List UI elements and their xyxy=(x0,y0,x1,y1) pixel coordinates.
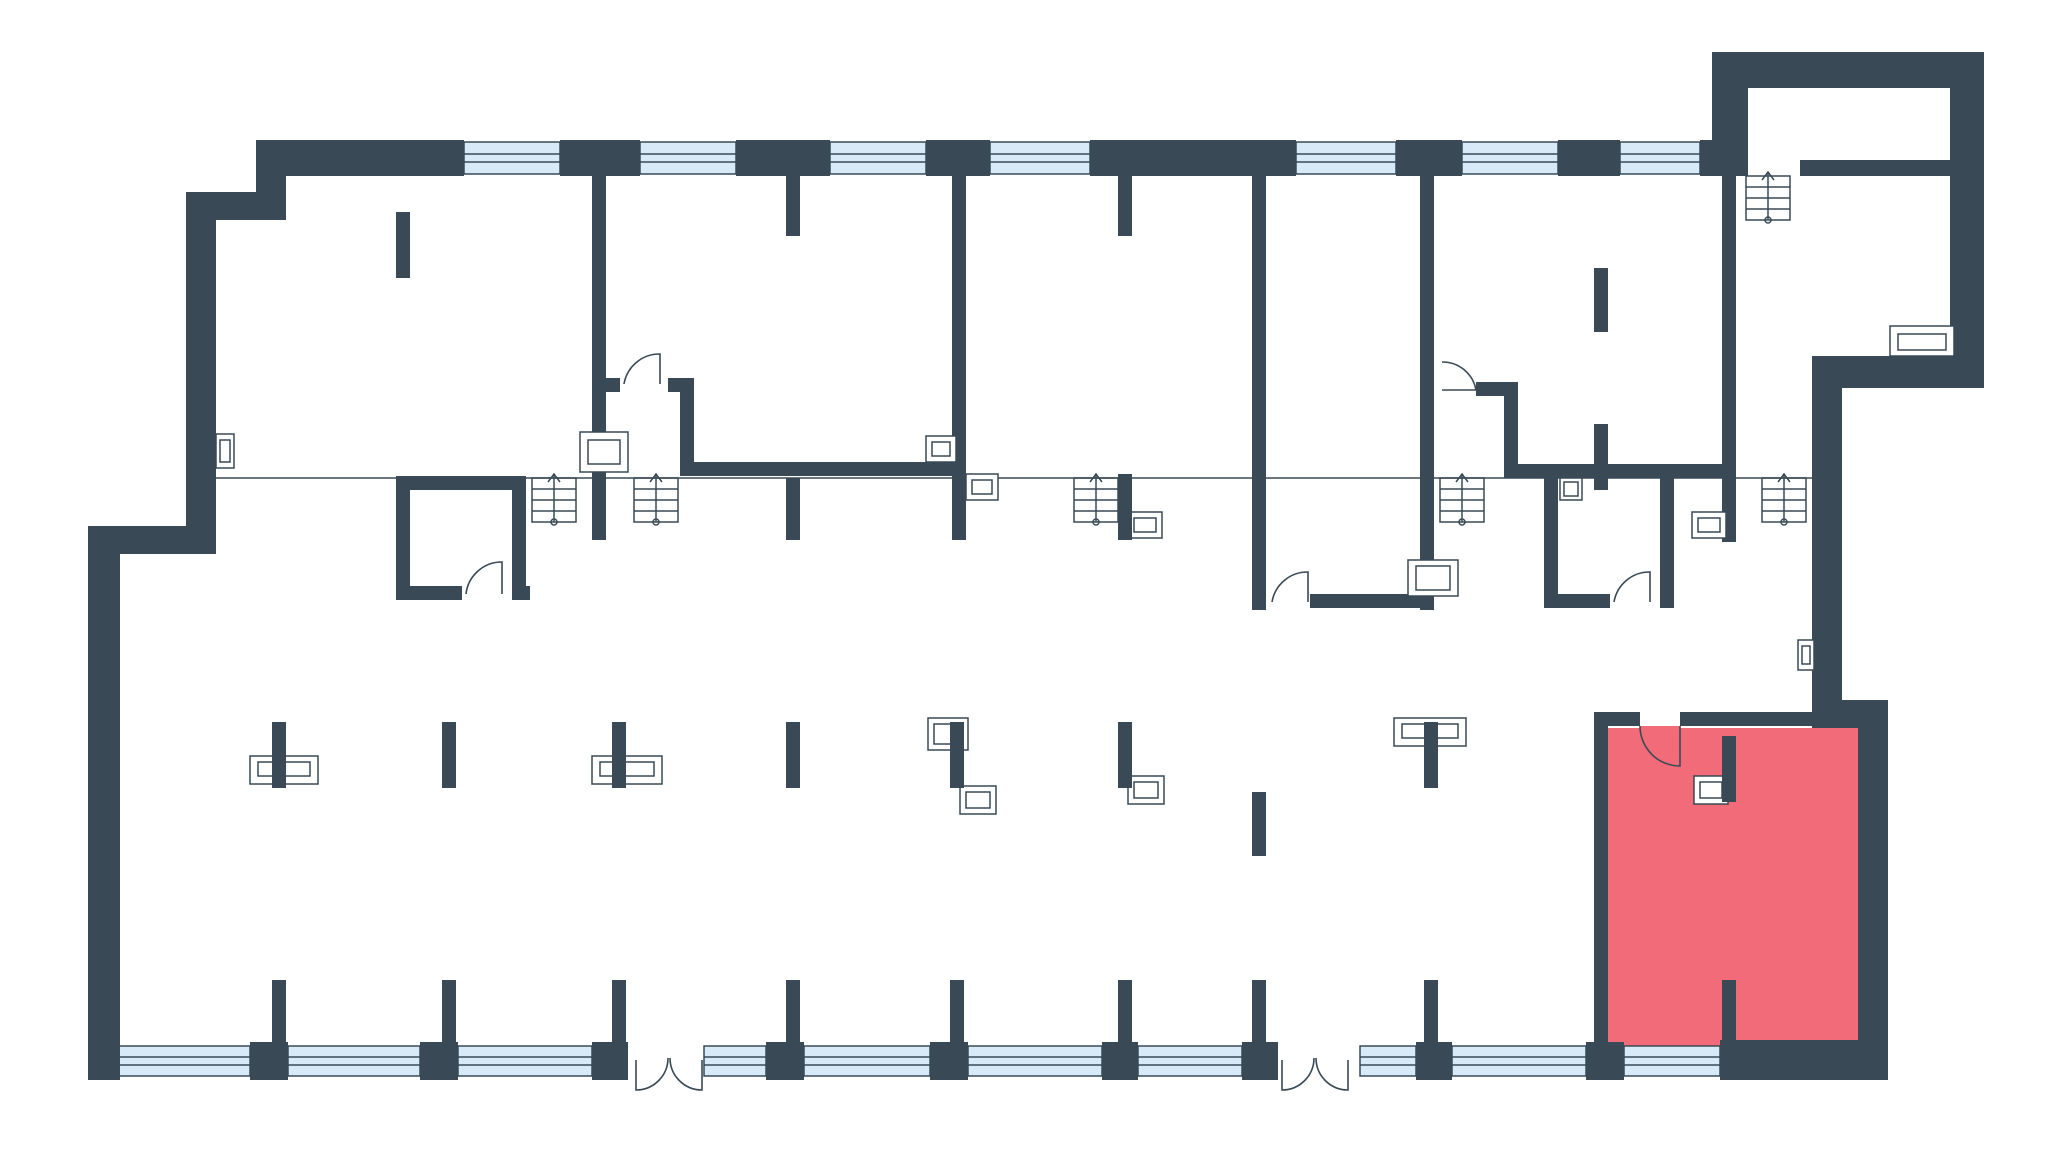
ventilation-shaft-icon xyxy=(1889,325,1955,357)
ventilation-shaft-icon xyxy=(215,433,235,469)
doors xyxy=(465,353,1681,1091)
ventilation-shaft-icon xyxy=(1127,775,1165,805)
door-swing-icon xyxy=(635,1057,669,1091)
windows-bottom xyxy=(117,1045,1721,1077)
door-swing-icon xyxy=(623,353,661,385)
door-swing-icon xyxy=(1271,571,1309,603)
stairs-arrow-icon xyxy=(1761,472,1807,526)
door-swing-icon xyxy=(1281,1057,1315,1091)
door-swing-icon xyxy=(465,561,503,595)
ventilation-shaft-icon xyxy=(1407,559,1459,597)
ventilation-shaft-icon xyxy=(925,435,957,463)
door-swing-icon xyxy=(669,1057,703,1091)
door-swing-icon xyxy=(1315,1057,1349,1091)
exterior-walls xyxy=(88,52,1984,1080)
stairs-arrow-icon xyxy=(1439,472,1485,526)
stairs xyxy=(531,170,1807,526)
ventilation-shaft-icon xyxy=(1127,511,1163,539)
ventilation-shaft-icon xyxy=(579,431,629,473)
ventilation-shaft-icon xyxy=(591,755,663,785)
door-swing-icon xyxy=(1639,725,1681,767)
ventilation-shaft-icon xyxy=(965,473,999,501)
ventilation-shaft-icon xyxy=(1691,511,1727,539)
door-swing-icon xyxy=(1613,571,1651,603)
windows-top xyxy=(463,141,1701,175)
stairs-arrow-icon xyxy=(633,472,679,526)
ventilation-shaft-icon xyxy=(1797,639,1815,671)
wall-overlays xyxy=(272,474,1736,802)
ventilation-shaft-icon xyxy=(959,785,997,815)
stairs-arrow-icon xyxy=(531,472,577,526)
stairs-arrow-icon xyxy=(1745,170,1791,224)
door-swing-icon xyxy=(1441,361,1477,391)
ventilation-shaft-icon xyxy=(1559,477,1583,501)
stairs-arrow-icon xyxy=(1073,472,1119,526)
